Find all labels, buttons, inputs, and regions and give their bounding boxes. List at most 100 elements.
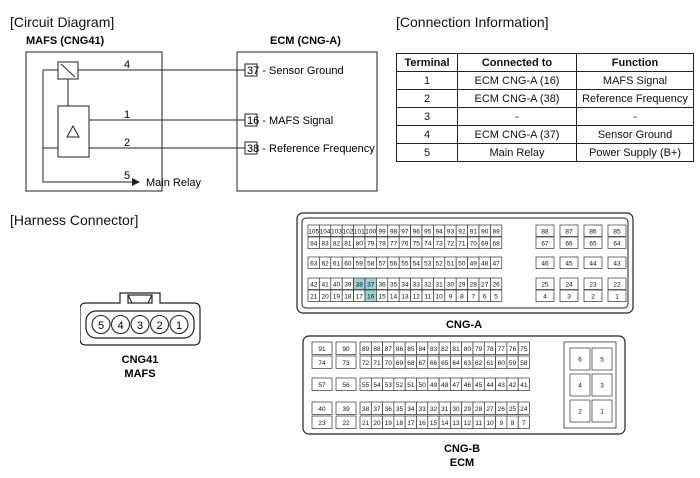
svg-text:88: 88 — [541, 228, 549, 235]
svg-text:8: 8 — [460, 293, 464, 300]
svg-text:11: 11 — [424, 293, 431, 300]
svg-text:43: 43 — [613, 260, 621, 267]
svg-text:93: 93 — [447, 228, 455, 235]
pin-103: 103 — [330, 224, 343, 237]
svg-text:39: 39 — [342, 406, 350, 413]
svg-text:75: 75 — [413, 240, 421, 247]
svg-text:61: 61 — [333, 260, 341, 267]
pin-46: 46 — [535, 256, 555, 269]
svg-text:36: 36 — [385, 406, 393, 413]
svg-text:70: 70 — [470, 240, 478, 247]
svg-text:44: 44 — [589, 260, 597, 267]
svg-text:85: 85 — [407, 346, 415, 353]
cng-a-label: CNG-A — [446, 319, 482, 331]
svg-text:59: 59 — [356, 260, 364, 267]
svg-text:5: 5 — [600, 357, 604, 364]
pin-11: 11 — [472, 415, 485, 429]
pin-36: 36 — [382, 401, 395, 415]
svg-text:82: 82 — [333, 240, 341, 247]
pin-32: 32 — [427, 401, 440, 415]
pin-66: 66 — [427, 355, 440, 369]
pin-59: 59 — [353, 256, 366, 269]
pin-68: 68 — [490, 236, 503, 249]
svg-text:24: 24 — [520, 406, 528, 413]
svg-text:13: 13 — [401, 293, 409, 300]
pin-27: 27 — [483, 401, 496, 415]
pin-56: 56 — [335, 377, 357, 391]
svg-text:58: 58 — [367, 260, 375, 267]
pin-68: 68 — [404, 355, 417, 369]
svg-text:3: 3 — [137, 320, 143, 332]
pin-6: 6 — [478, 289, 491, 302]
mafs-pin-4: 4 — [110, 314, 131, 335]
cng-b-label: CNG-B — [444, 443, 480, 455]
pin-85: 85 — [404, 341, 417, 355]
svg-text:13: 13 — [452, 420, 460, 427]
pin-60: 60 — [341, 256, 354, 269]
pin-85: 85 — [607, 224, 627, 237]
pin-36: 36 — [376, 277, 389, 290]
svg-text:26: 26 — [498, 406, 506, 413]
pin-59: 59 — [506, 355, 519, 369]
pin-63: 63 — [307, 256, 320, 269]
svg-text:2: 2 — [578, 409, 582, 416]
pin-2: 2 — [583, 289, 603, 302]
svg-text:65: 65 — [589, 240, 597, 247]
svg-text:19: 19 — [385, 420, 393, 427]
pin-89: 89 — [359, 341, 372, 355]
pin-100: 100 — [364, 224, 377, 237]
svg-text:4: 4 — [117, 320, 123, 332]
pin-48: 48 — [478, 256, 491, 269]
svg-text:58: 58 — [520, 360, 528, 367]
pin-13: 13 — [450, 415, 463, 429]
pin-16: 16 — [364, 289, 377, 302]
pin-67: 67 — [535, 236, 555, 249]
svg-text:77: 77 — [390, 240, 398, 247]
pin-26: 26 — [490, 277, 503, 290]
svg-text:55: 55 — [362, 382, 370, 389]
svg-text:62: 62 — [321, 260, 329, 267]
pin-69: 69 — [478, 236, 491, 249]
pin-9: 9 — [444, 289, 457, 302]
pin-54: 54 — [370, 377, 383, 391]
pin-88: 88 — [370, 341, 383, 355]
pin-20: 20 — [319, 289, 332, 302]
svg-text:63: 63 — [310, 260, 318, 267]
circuit-diagram-title: [Circuit Diagram] — [10, 14, 115, 30]
svg-text:14: 14 — [390, 293, 398, 300]
pin-27: 27 — [478, 277, 491, 290]
svg-text:52: 52 — [396, 382, 404, 389]
svg-text:40: 40 — [318, 406, 326, 413]
pin-91: 91 — [467, 224, 480, 237]
pin-num-2: 2 — [124, 137, 130, 149]
svg-text:10: 10 — [435, 293, 443, 300]
pin-74: 74 — [421, 236, 434, 249]
svg-text:56: 56 — [390, 260, 398, 267]
pin-5: 5 — [591, 347, 613, 371]
cell-connected: Main Relay — [457, 143, 577, 162]
svg-text:19: 19 — [333, 293, 341, 300]
svg-text:20: 20 — [321, 293, 329, 300]
svg-text:89: 89 — [492, 228, 500, 235]
pin-39: 39 — [335, 401, 357, 415]
svg-text:41: 41 — [321, 281, 329, 288]
pin-52: 52 — [433, 256, 446, 269]
cell-connected: ECM CNG-A (16) — [457, 71, 577, 90]
cng-b-sublabel: ECM — [450, 457, 474, 469]
svg-text:11: 11 — [475, 420, 482, 427]
svg-text:73: 73 — [435, 240, 443, 247]
svg-text:1: 1 — [176, 320, 182, 332]
svg-text:18: 18 — [344, 293, 352, 300]
svg-text:42: 42 — [310, 281, 318, 288]
pin-17: 17 — [404, 415, 417, 429]
pin-39: 39 — [341, 277, 354, 290]
pin-4: 4 — [569, 373, 591, 397]
pin-40: 40 — [330, 277, 343, 290]
svg-text:27: 27 — [486, 406, 494, 413]
svg-text:33: 33 — [413, 281, 421, 288]
svg-text:84: 84 — [310, 240, 318, 247]
pin-6: 6 — [569, 347, 591, 371]
pin-22: 22 — [335, 415, 357, 429]
